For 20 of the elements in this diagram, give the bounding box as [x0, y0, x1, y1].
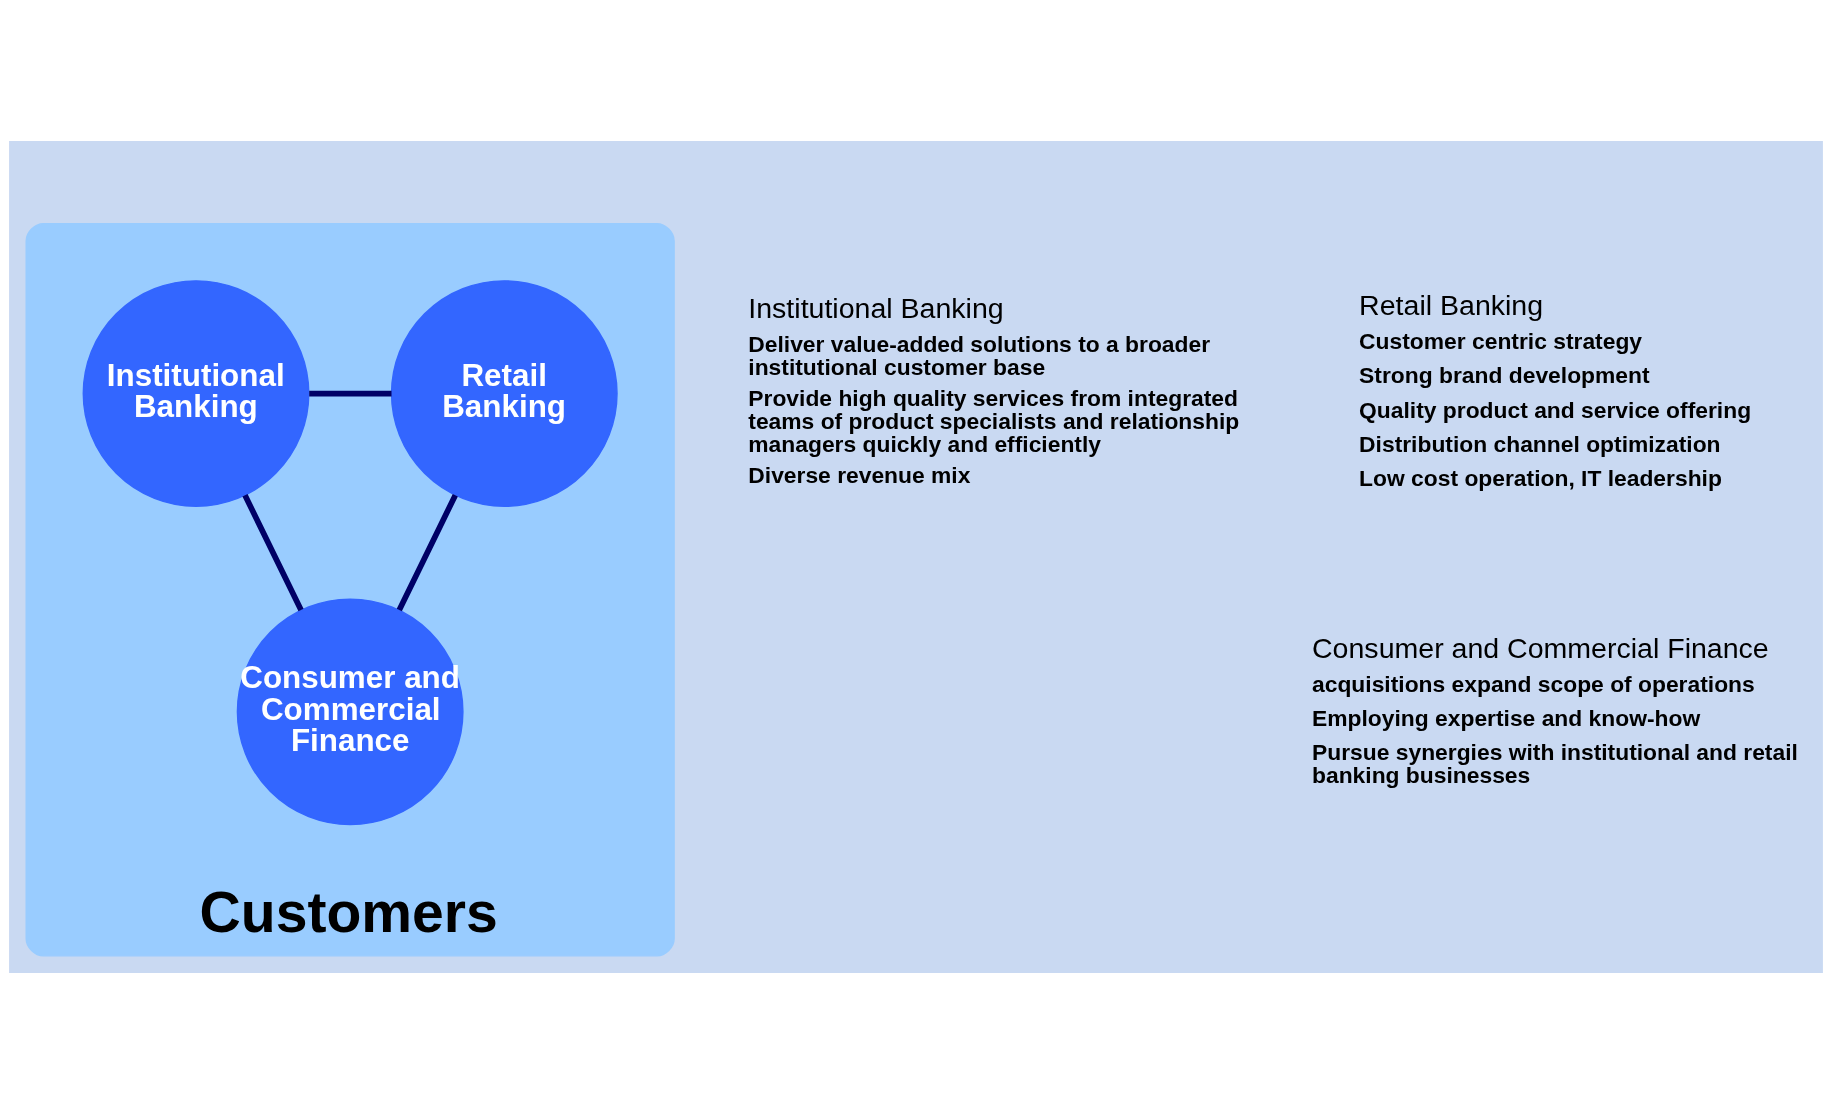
connector	[242, 493, 304, 611]
node-label: Low cost operation, IT leadership	[1359, 464, 1722, 491]
node-label: Customer centric strategy	[1359, 327, 1643, 354]
node-circle: Consumer and Commercial Finance	[236, 597, 464, 825]
node-label: Diverse revenue mix	[748, 461, 971, 488]
node-label: acquisitions expand scope of operations	[1312, 670, 1755, 697]
node-label: Retail Banking	[1359, 288, 1544, 321]
node-label: Provide high quality services from integrated teams of product specialists and relationship managers quickly and efficiently	[748, 384, 1240, 457]
node-circle: Retail Banking	[390, 279, 618, 507]
node-label: Deliver value-added solutions to a broader institutional customer base	[748, 330, 1211, 380]
node-label: Strong brand development	[1359, 361, 1650, 388]
node-label: Consumer and Commercial Finance	[1312, 631, 1769, 664]
connector	[309, 390, 392, 396]
connector	[396, 493, 458, 611]
node-label: Institutional Banking	[748, 291, 1004, 324]
node-label: Employing expertise and know-how	[1312, 704, 1701, 731]
node-label: Quality product and service offering	[1359, 396, 1752, 423]
node-circle: Institutional Banking	[82, 279, 310, 507]
node-label: Distribution channel optimization	[1359, 430, 1721, 457]
node-label: Pursue synergies with institutional and retail banking businesses	[1312, 738, 1798, 788]
